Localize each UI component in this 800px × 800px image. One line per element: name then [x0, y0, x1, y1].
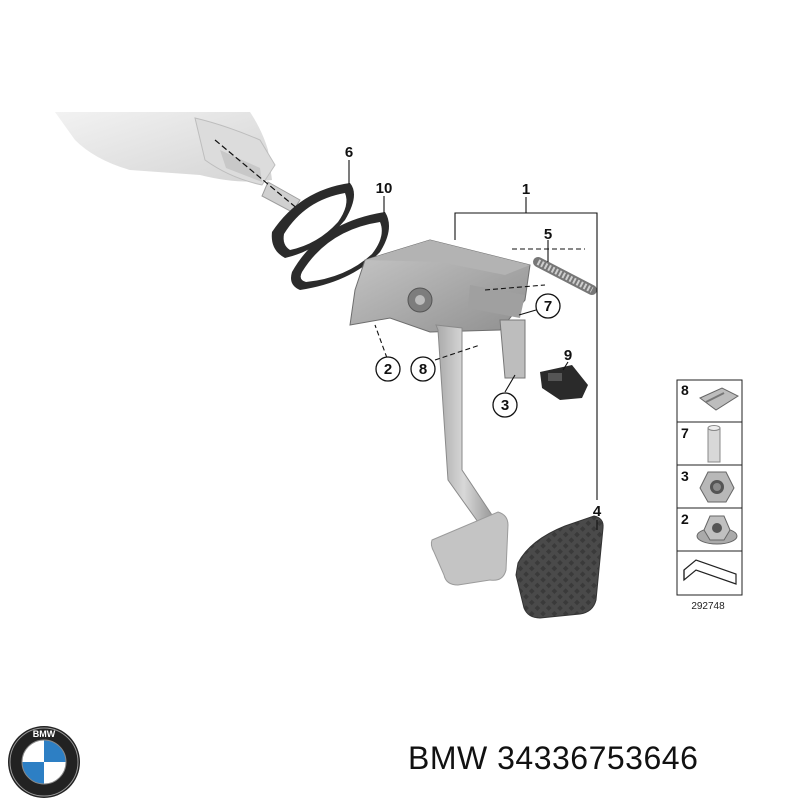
- brand-name: BMW: [408, 740, 488, 776]
- svg-text:3: 3: [501, 397, 509, 414]
- clutch-switch-9: [540, 365, 588, 400]
- legend-row-8: 8: [681, 382, 740, 411]
- legend-row-7: 7: [681, 425, 721, 463]
- svg-text:2: 2: [384, 361, 392, 378]
- flange-nut-icon: [696, 515, 738, 545]
- hardware-legend: 8 7 3 2: [676, 379, 743, 612]
- legend-row-3: 3: [681, 468, 735, 503]
- legend-row-bracket: [683, 559, 737, 585]
- gasket-10: [291, 212, 389, 290]
- pedal-bracket: [349, 239, 531, 333]
- reference-number: 292748: [691, 601, 725, 612]
- callout-1: 1: [522, 181, 530, 198]
- callout-10: 10: [376, 180, 393, 197]
- master-cylinder: [55, 112, 301, 213]
- svg-text:9: 9: [564, 347, 572, 364]
- pin-icon: [707, 425, 721, 463]
- clip-icon: [699, 387, 740, 411]
- svg-text:1: 1: [522, 181, 530, 198]
- svg-text:BMW: BMW: [33, 729, 56, 739]
- gasket-6: [271, 183, 354, 258]
- bracket-outline-icon: [683, 559, 737, 585]
- callout-8: 8: [410, 356, 436, 382]
- part-label: BMW 34336753646: [408, 740, 698, 777]
- svg-text:8: 8: [681, 382, 689, 398]
- callout-7: 7: [535, 293, 561, 319]
- svg-text:10: 10: [376, 180, 393, 197]
- bmw-logo: BMW: [8, 726, 80, 798]
- switch-bracket: [499, 319, 526, 379]
- svg-text:7: 7: [681, 425, 689, 441]
- svg-text:4: 4: [593, 503, 602, 520]
- svg-text:2: 2: [681, 511, 689, 527]
- callout-6: 6: [345, 144, 353, 161]
- callout-9: 9: [564, 347, 572, 364]
- svg-text:6: 6: [345, 144, 353, 161]
- pedal-pad-4: [515, 515, 604, 619]
- hex-nut-icon: [699, 471, 735, 503]
- svg-text:7: 7: [544, 298, 552, 315]
- clutch-pedal-arm: [430, 324, 509, 586]
- spring-5: [533, 257, 597, 295]
- legend-row-2: 2: [681, 511, 738, 545]
- svg-text:3: 3: [681, 468, 689, 484]
- part-number: 34336753646: [497, 740, 699, 776]
- callout-2: 2: [375, 356, 401, 382]
- callout-5: 5: [544, 226, 552, 243]
- callout-3: 3: [492, 392, 518, 418]
- svg-text:8: 8: [419, 361, 427, 378]
- svg-text:5: 5: [544, 226, 552, 243]
- callout-4: 4: [593, 503, 602, 520]
- leader-lines: [348, 160, 598, 530]
